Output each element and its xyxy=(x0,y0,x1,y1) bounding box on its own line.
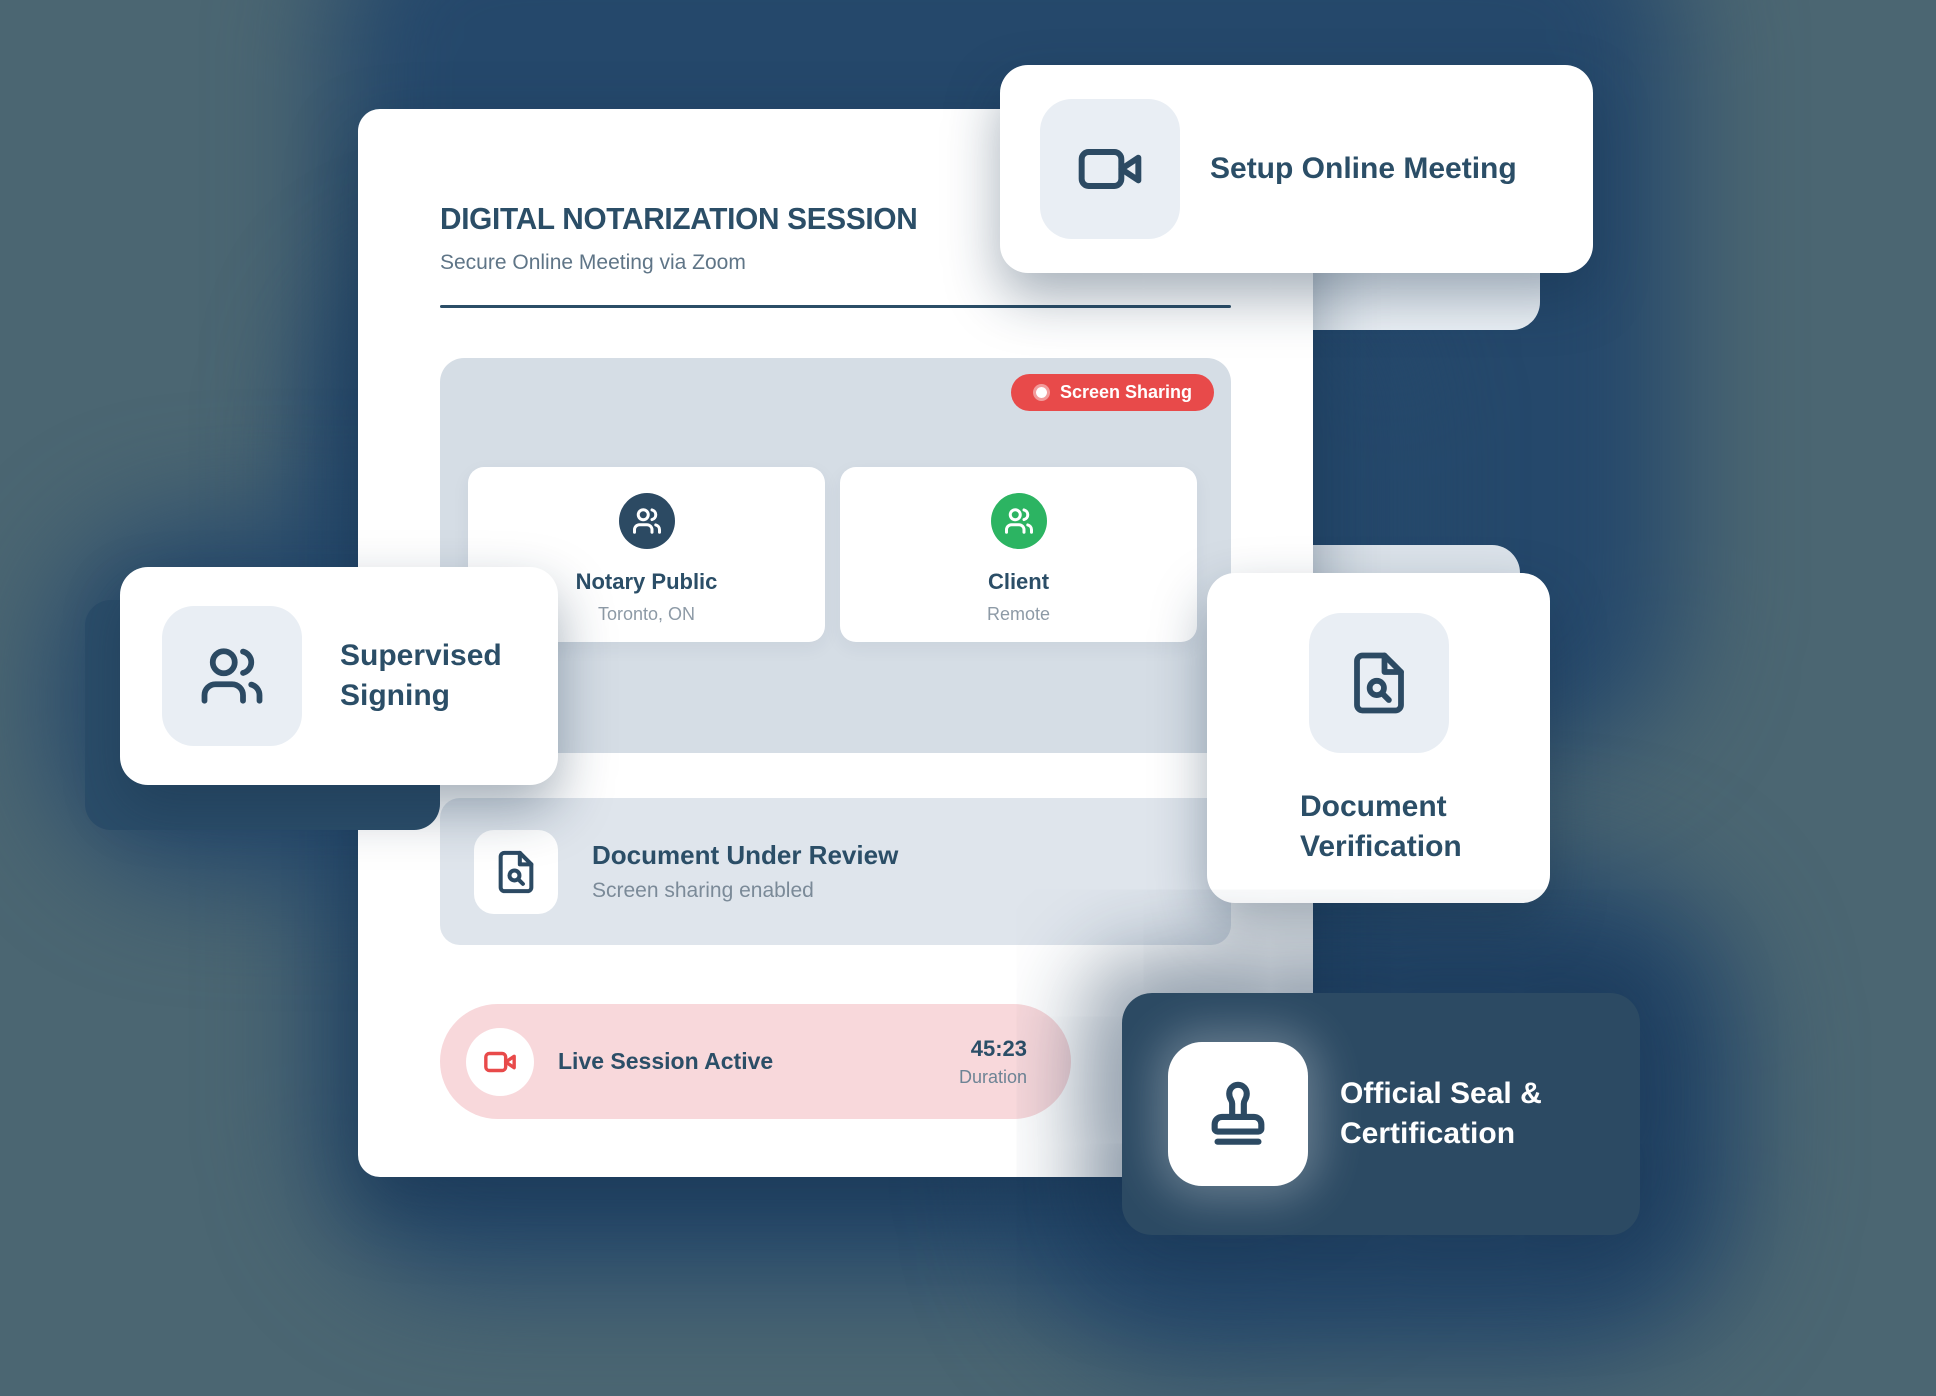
participant-name: Notary Public xyxy=(575,569,718,594)
document-verification-card[interactable]: Document Verification xyxy=(1207,573,1550,903)
live-session-label: Live Session Active xyxy=(558,1048,774,1074)
official-seal-card[interactable]: Official Seal & Certification xyxy=(1122,993,1640,1235)
video-camera-icon xyxy=(1040,99,1180,239)
participant-card-client: Client Remote xyxy=(840,467,1197,642)
session-timer-caption: Duration xyxy=(958,1066,1027,1087)
page-subtitle: Secure Online Meeting via Zoom xyxy=(440,251,746,274)
document-verification-line2: Verification xyxy=(1300,830,1462,863)
document-review-subtitle: Screen sharing enabled xyxy=(592,879,814,902)
supervised-signing-line1: Supervised xyxy=(340,639,502,672)
document-review-section: Document Under Review Screen sharing ena… xyxy=(440,798,1231,945)
document-review-title: Document Under Review xyxy=(592,840,899,870)
pulse-dot-icon xyxy=(1032,384,1050,401)
supervised-signing-card[interactable]: Supervised Signing xyxy=(120,567,558,785)
document-review-text: Document Under Review Screen sharing ena… xyxy=(592,840,898,903)
file-search-icon xyxy=(1308,613,1449,753)
document-verification-line1: Document xyxy=(1300,790,1447,823)
users-icon xyxy=(618,493,675,549)
users-icon xyxy=(162,606,302,746)
supervised-signing-label: Supervised Signing xyxy=(340,636,502,716)
users-icon xyxy=(990,493,1047,549)
participant-location: Toronto, ON xyxy=(597,604,696,624)
header-divider xyxy=(440,305,1231,308)
supervised-signing-line2: Signing xyxy=(340,679,450,712)
setup-online-meeting-card[interactable]: Setup Online Meeting xyxy=(1000,65,1593,273)
official-seal-label: Official Seal & Certification xyxy=(1340,1074,1542,1154)
session-timer-value: 45:23 xyxy=(970,1035,1027,1061)
official-seal-line1: Official Seal & xyxy=(1340,1077,1542,1110)
video-camera-icon xyxy=(466,1027,534,1096)
live-session-bar: Live Session Active 45:23 Duration xyxy=(440,1004,1071,1119)
participant-name: Client xyxy=(987,569,1050,594)
file-search-icon xyxy=(474,829,558,914)
official-seal-line2: Certification xyxy=(1340,1117,1516,1150)
participants-row: Notary Public Toronto, ON Client Remote xyxy=(468,467,1197,642)
screen-sharing-badge-label: Screen Sharing xyxy=(1059,382,1192,402)
setup-online-meeting-label: Setup Online Meeting xyxy=(1210,152,1517,185)
stamp-icon xyxy=(1168,1042,1308,1186)
screen-sharing-badge: Screen Sharing xyxy=(1010,374,1214,411)
meeting-panel: Screen Sharing Notary Public Toronto, ON xyxy=(440,358,1231,753)
participant-location: Remote xyxy=(986,604,1051,624)
document-verification-label: Document Verification xyxy=(1300,787,1550,867)
session-timer: 45:23 Duration xyxy=(959,1036,1027,1088)
page-title: DIGITAL NOTARIZATION SESSION xyxy=(440,201,918,236)
